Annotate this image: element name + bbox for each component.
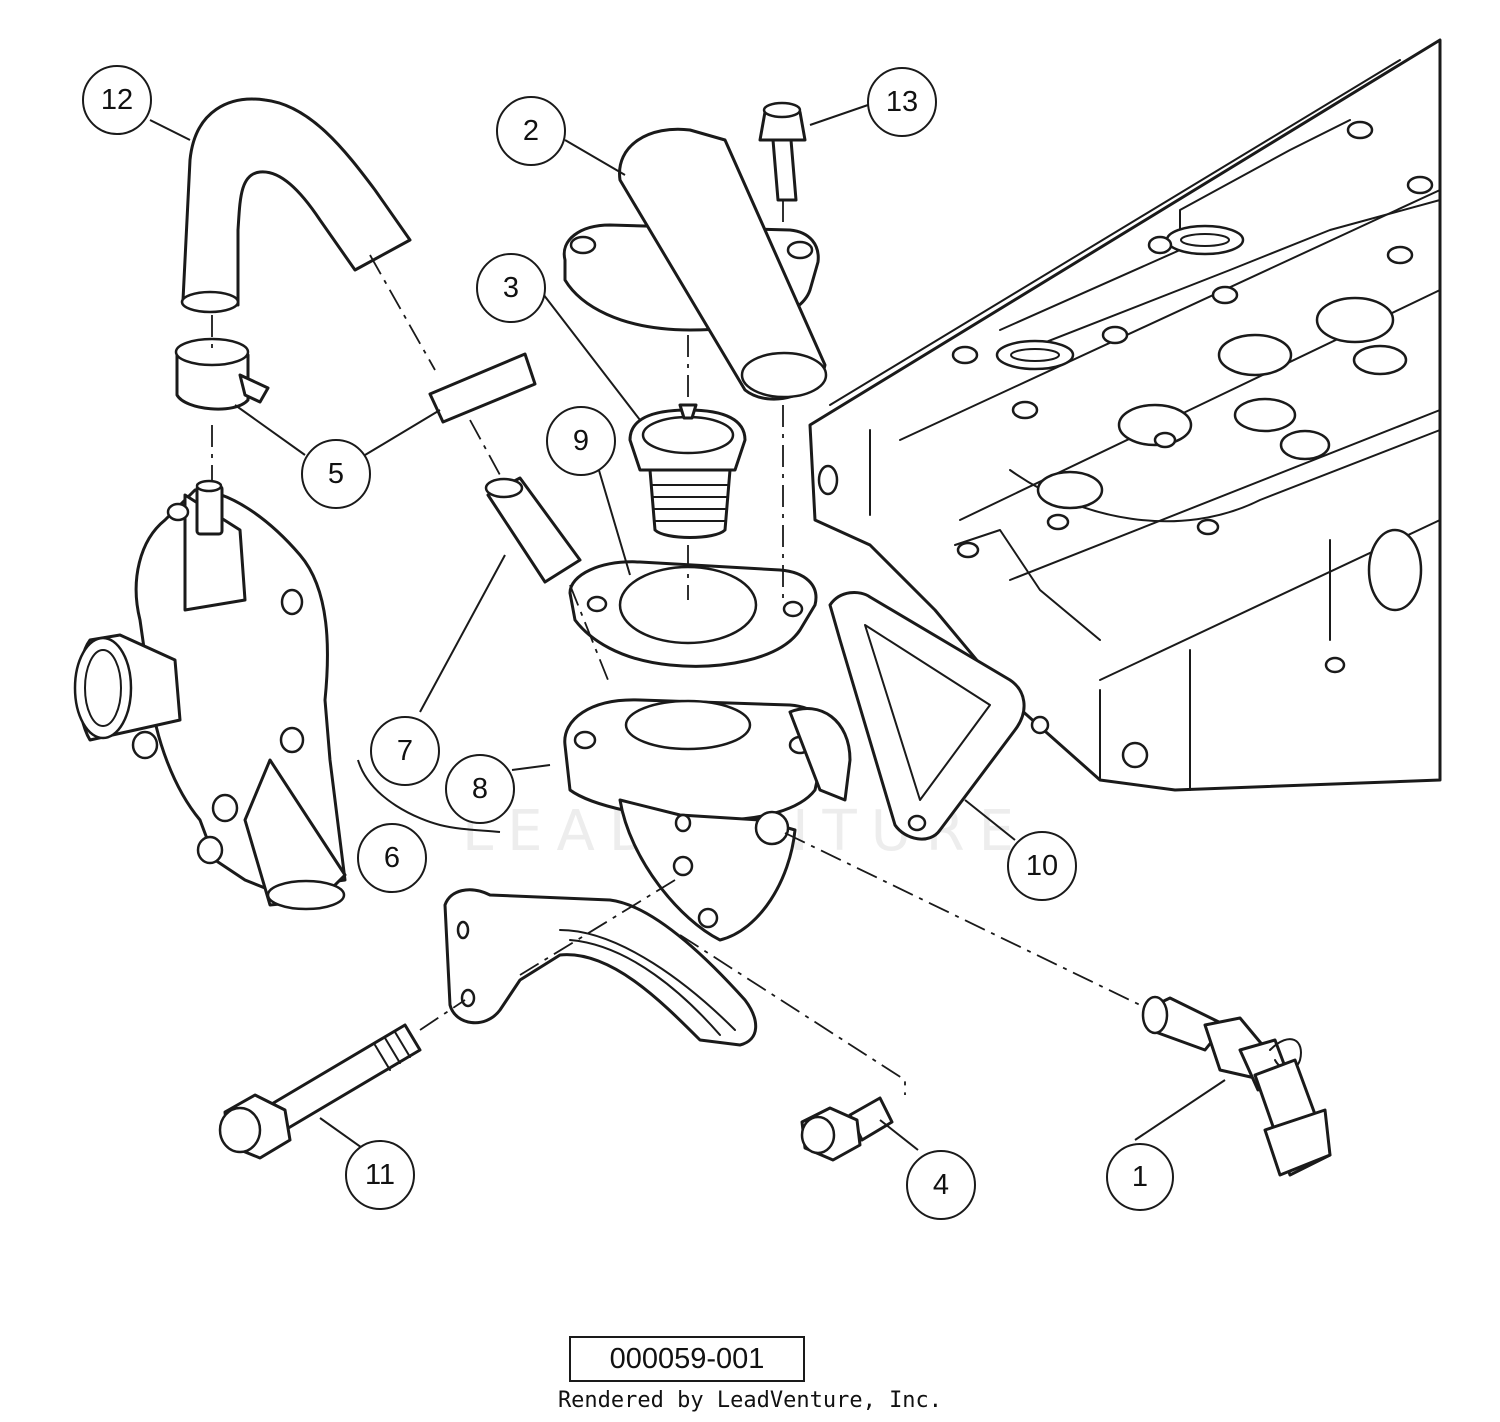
water-pump-drawing [73, 479, 347, 911]
callout-5: 5 [301, 439, 371, 509]
leader-lines [149, 104, 1226, 1151]
hose-clamp-drawing [174, 337, 537, 424]
mounting-bracket-drawing [443, 888, 758, 1047]
thermostat-housing-drawing [563, 698, 852, 942]
svg-text:8: 8 [472, 773, 488, 805]
callout-3: 3 [476, 253, 546, 323]
temperature-sender-drawing [1141, 995, 1332, 1177]
callout-10: 10 [1007, 831, 1077, 901]
callout-2: 2 [496, 96, 566, 166]
svg-text:4: 4 [933, 1169, 949, 1201]
figure-id-box: 000059-001 [569, 1336, 805, 1382]
thermostat-cover-drawing [562, 127, 828, 401]
assembly-lines [211, 200, 1141, 1095]
svg-text:5: 5 [328, 458, 344, 490]
svg-text:12: 12 [101, 84, 133, 116]
callout-6: 6 [357, 823, 427, 893]
head-gasket-drawing [828, 591, 1026, 841]
bypass-hose-drawing [180, 97, 412, 314]
thermostat-drawing [628, 403, 747, 539]
callout-11: 11 [345, 1140, 415, 1210]
callout-8: 8 [445, 754, 515, 824]
svg-text:7: 7 [397, 735, 413, 767]
svg-text:1: 1 [1132, 1161, 1148, 1193]
callout-4: 4 [906, 1150, 976, 1220]
svg-text:13: 13 [886, 86, 918, 118]
svg-text:11: 11 [365, 1159, 395, 1191]
callout-13: 13 [867, 67, 937, 137]
callout-9: 9 [546, 406, 616, 476]
bolt-11-drawing [218, 1023, 422, 1160]
bolt-4-drawing [800, 1096, 894, 1162]
svg-text:9: 9 [573, 425, 589, 457]
callout-1: 1 [1106, 1143, 1174, 1211]
bypass-pipe-drawing [484, 476, 582, 584]
svg-text:10: 10 [1026, 850, 1058, 882]
callout-12: 12 [82, 65, 152, 135]
svg-text:6: 6 [384, 842, 400, 874]
callout-7: 7 [370, 716, 440, 786]
credit-text: Rendered by LeadVenture, Inc. [557, 1388, 943, 1413]
thermostat-gasket-drawing [568, 560, 818, 668]
bolt-13-drawing [758, 101, 807, 202]
cylinder-head-drawing [808, 38, 1442, 792]
svg-text:3: 3 [503, 272, 519, 304]
svg-text:2: 2 [523, 115, 539, 147]
